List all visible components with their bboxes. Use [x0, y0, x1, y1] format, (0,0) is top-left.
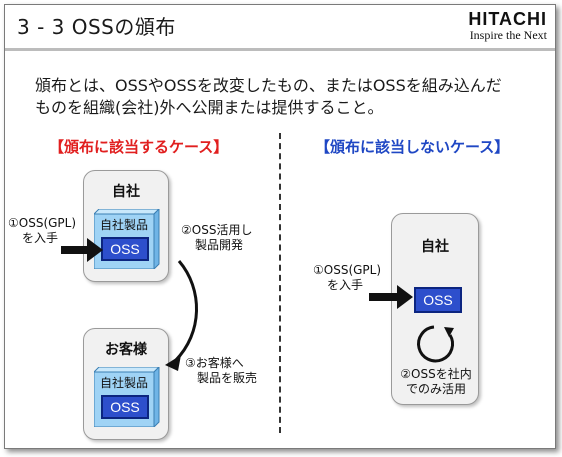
left-heading: 【頒布に該当するケース】 — [49, 138, 229, 156]
left-company-box: 自社 自社製品 OSS — [83, 170, 169, 282]
left-step2-note: ②OSS活用し 製品開発 — [181, 223, 252, 253]
logo-main-text: HITACHI — [468, 9, 547, 29]
slide: 3 - 3 OSSの頒布 HITACHI Inspire the Next 頒布… — [4, 4, 556, 449]
hitachi-logo: HITACHI Inspire the Next — [468, 10, 547, 42]
description: 頒布とは、OSSやOSSを改変したもの、またはOSSを組み込んだ ものを組織(会… — [35, 75, 545, 119]
circular-arrow-icon — [417, 325, 455, 363]
left-customer-label: お客様 — [105, 342, 147, 358]
right-heading: 【頒布に該当しないケース】 — [315, 138, 510, 156]
left-curve-arrow-icon — [165, 260, 198, 371]
left-step3-line2: 製品を販売 — [197, 371, 258, 385]
left-step1-line2: を入手 — [22, 231, 59, 245]
left-step2-line1: ②OSS活用し — [181, 223, 253, 237]
left-company-oss-chip: OSS — [101, 237, 149, 261]
left-company-label: 自社 — [112, 184, 140, 200]
right-company-label: 自社 — [421, 239, 449, 255]
center-divider — [279, 133, 281, 433]
description-line-2: ものを組織(会社)外へ公開または提供すること。 — [35, 98, 384, 117]
right-input-arrow-icon — [369, 285, 413, 309]
left-customer-box: お客様 自社製品 OSS — [83, 328, 169, 440]
left-customer-product-label: 自社製品 — [99, 376, 148, 390]
left-company-product-label: 自社製品 — [99, 218, 148, 232]
right-step1-line2: を入手 — [327, 278, 364, 292]
title-divider — [5, 48, 555, 51]
left-step3-note: ③お客様へ 製品を販売 — [185, 356, 257, 386]
right-oss-chip: OSS — [414, 287, 462, 313]
left-step2-line2: 製品開発 — [195, 238, 244, 252]
left-step1-note: ①OSS(GPL) を入手 — [8, 216, 76, 246]
right-step2-note: ②OSSを社内 でのみ活用 — [400, 367, 472, 397]
left-step3-line1: ③お客様へ — [185, 356, 244, 370]
right-step2-line1: ②OSSを社内 — [400, 367, 472, 381]
right-step1-line1: ①OSS(GPL) — [313, 263, 382, 277]
left-input-arrow-icon — [61, 238, 103, 262]
left-customer-oss-chip: OSS — [101, 395, 149, 419]
right-step2-line2: でのみ活用 — [405, 382, 466, 396]
right-company-box: 自社 OSS ②OSSを社内 でのみ活用 — [391, 213, 479, 405]
description-line-1: 頒布とは、OSSやOSSを改変したもの、またはOSSを組み込んだ — [35, 76, 502, 95]
page-title: 3 - 3 OSSの頒布 — [17, 15, 176, 39]
right-step1-note: ①OSS(GPL) を入手 — [313, 263, 381, 293]
left-customer-cube: 自社製品 OSS — [94, 367, 160, 427]
left-step1-line1: ①OSS(GPL) — [8, 216, 77, 230]
left-company-cube: 自社製品 OSS — [94, 209, 160, 269]
logo-tagline: Inspire the Next — [469, 28, 547, 42]
